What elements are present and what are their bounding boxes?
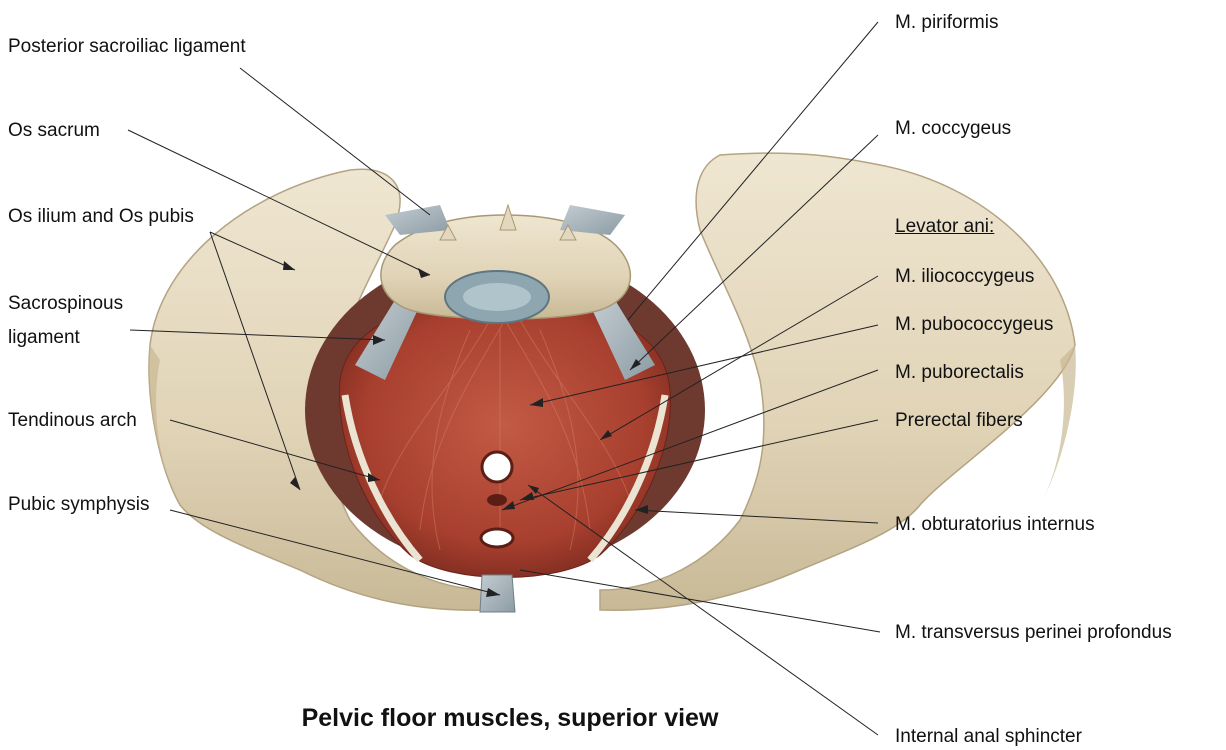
label-pubic-symphysis: Pubic symphysis [8, 494, 150, 516]
figure-caption: Pelvic floor muscles, superior view [250, 704, 770, 733]
label-levator-ani-heading: Levator ani: [895, 216, 994, 238]
label-internal-anal-sphincter: Internal anal sphincter [895, 726, 1082, 748]
label-m-puborectalis: M. puborectalis [895, 362, 1024, 384]
label-tendinous-arch: Tendinous arch [8, 410, 137, 432]
label-m-obturatorius-internus: M. obturatorius internus [895, 514, 1095, 536]
urethral-opening [482, 452, 512, 482]
pubic-symphysis [480, 575, 515, 612]
label-m-pubococcygeus: M. pubococcygeus [895, 314, 1053, 336]
label-m-coccygeus: M. coccygeus [895, 118, 1011, 140]
label-os-ilium-os-pubis: Os ilium and Os pubis [8, 206, 194, 228]
label-sacrospinous-ligament: Sacrospinous ligament [8, 287, 168, 355]
label-m-iliococcygeus: M. iliococcygeus [895, 266, 1034, 288]
label-m-transversus-perinei-profondus: M. transversus perinei profondus [895, 622, 1172, 644]
label-posterior-sacroiliac-ligament: Posterior sacroiliac ligament [8, 36, 246, 58]
label-prerectal-fibers: Prerectal fibers [895, 410, 1023, 432]
anal-opening [481, 529, 513, 547]
label-os-sacrum: Os sacrum [8, 120, 100, 142]
small-opening [487, 494, 507, 506]
label-m-piriformis: M. piriformis [895, 12, 998, 34]
